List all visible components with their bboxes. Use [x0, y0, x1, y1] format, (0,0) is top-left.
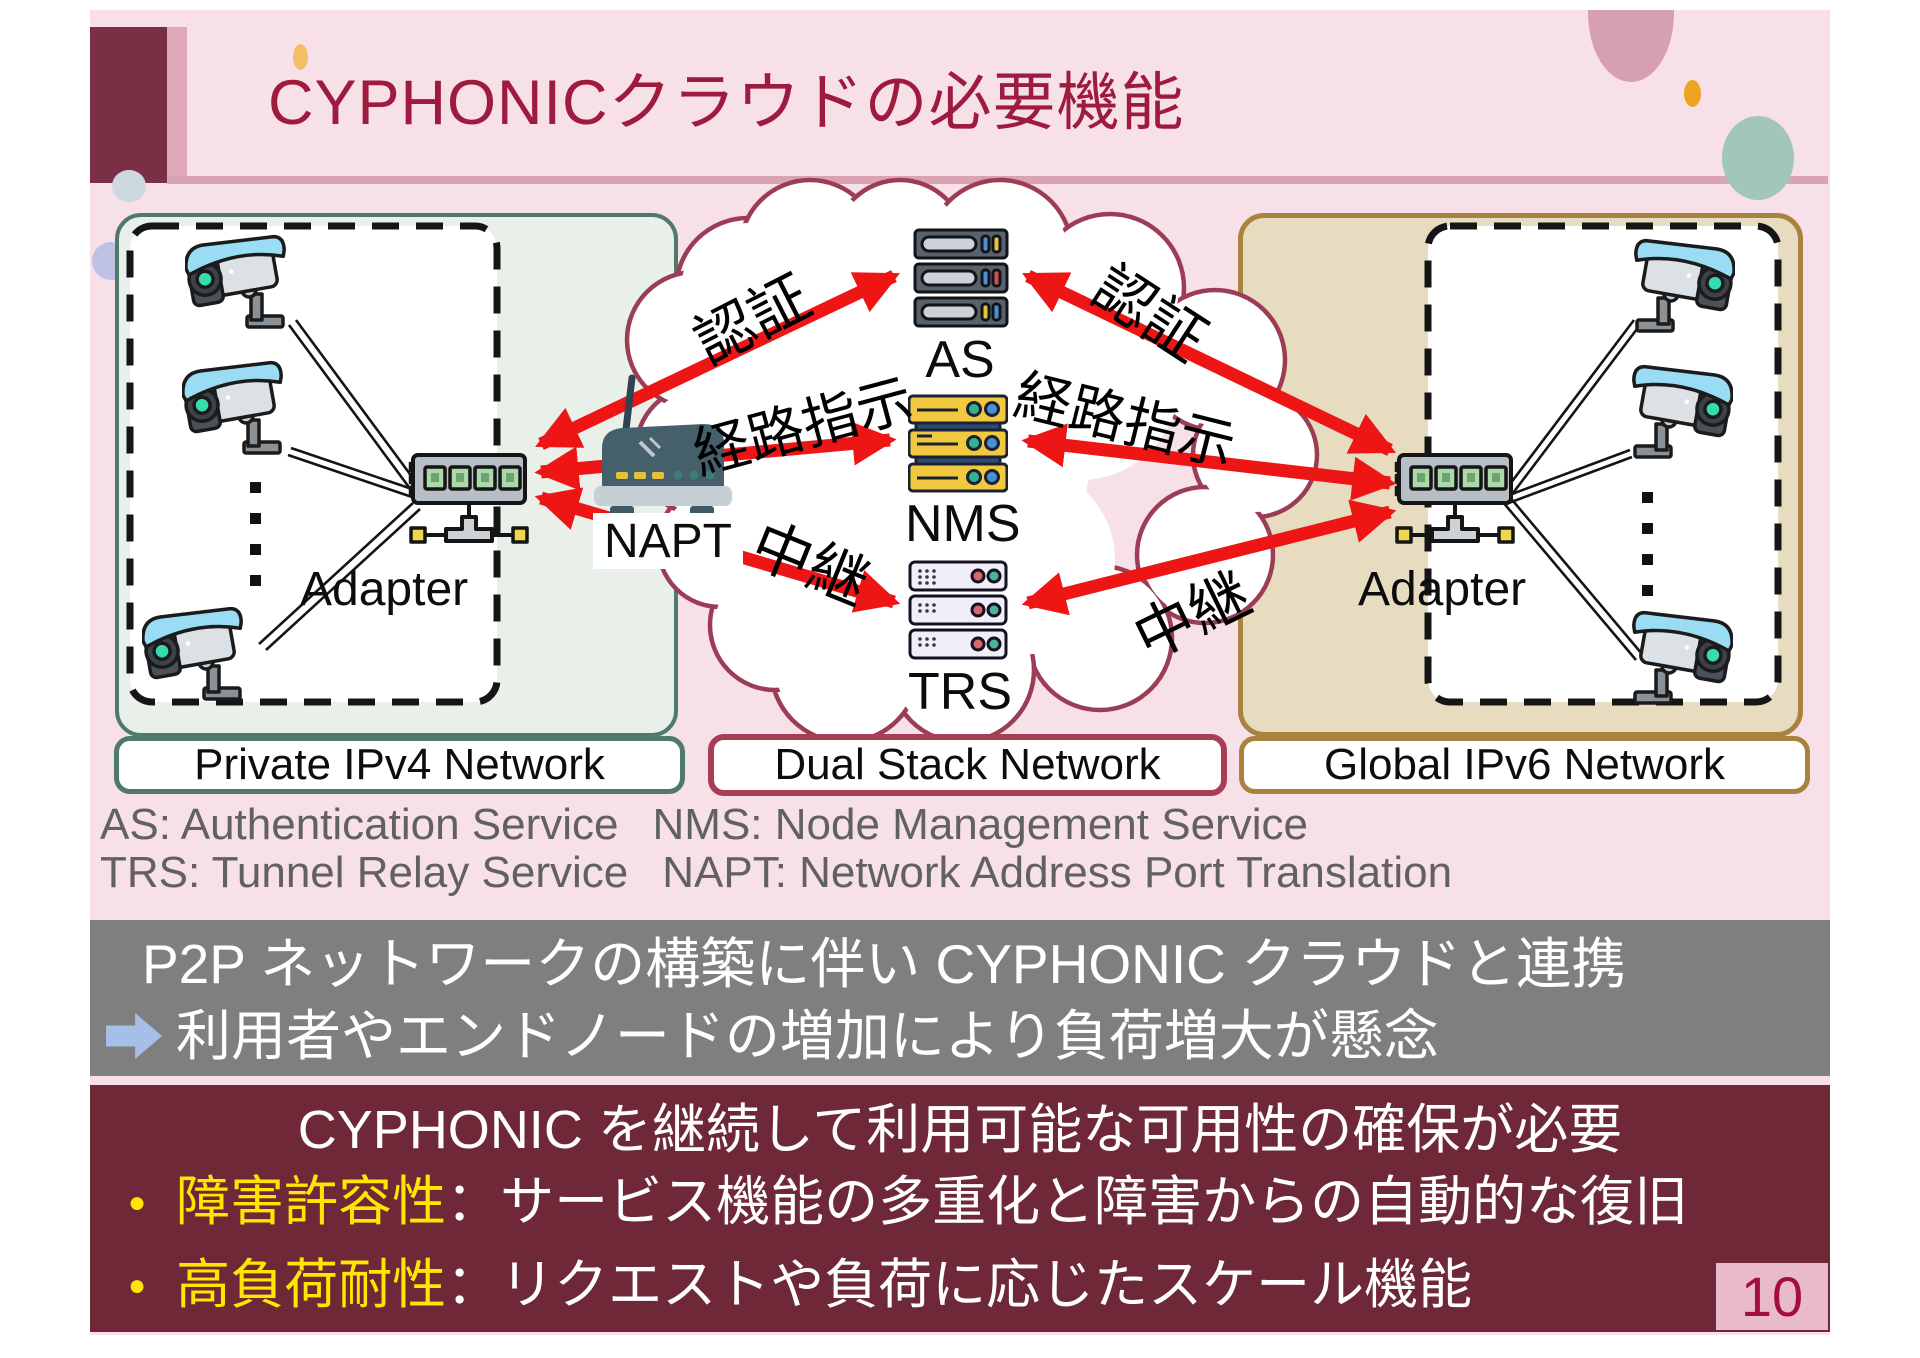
napt-router-icon: [594, 374, 732, 518]
legend-trs: TRS: Tunnel Relay Service: [100, 848, 629, 897]
legend-as: AS: Authentication Service: [100, 800, 619, 849]
private-label-text: Private IPv4 Network: [194, 740, 605, 789]
trs-label: TRS: [908, 663, 1012, 721]
bullet-high-load: ● 高負荷耐性 ：リクエストや負荷に応じたスケール機能: [90, 1248, 1830, 1331]
decor-orange-dot-right: [1684, 80, 1701, 107]
gray-callout-line2-text: 利用者やエンドノードの増加により負荷増大が懸念: [176, 1005, 1439, 1067]
legend-napt: NAPT: Network Address Port Translation: [662, 848, 1453, 897]
bullet-dot-icon: ●: [128, 1186, 147, 1219]
trs-server-icon: [908, 560, 1008, 660]
page-number: 10: [1716, 1263, 1828, 1330]
bullet-fault-tolerance: ● 障害許容性 ：サービス機能の多重化と障害からの自動的な復旧: [90, 1165, 1830, 1248]
maroon-heading: CYPHONIC を継続して利用可能な可用性の確保が必要: [297, 1100, 1623, 1160]
dual-stack-network-label: Dual Stack Network: [708, 734, 1227, 796]
bullet-desc: ：リクエストや負荷に応じたスケール機能: [446, 1255, 1473, 1315]
legend-line-2: TRS: Tunnel Relay Service NAPT: Network …: [100, 848, 1452, 898]
as-label: AS: [925, 331, 995, 389]
private-ipv4-network-label: Private IPv4 Network: [114, 736, 685, 794]
adapter-left-label: Adapter: [300, 563, 469, 616]
blue-arrow-icon: [106, 1012, 162, 1060]
gray-callout-line1: P2P ネットワークの構築に伴い CYPHONIC クラウドと連携: [142, 933, 1627, 995]
maroon-callout-box: CYPHONIC を継続して利用可能な可用性の確保が必要 ● 障害許容性 ：サー…: [90, 1085, 1830, 1332]
bullet-desc: ：サービス機能の多重化と障害からの自動的な復旧: [446, 1172, 1689, 1232]
global-ipv6-network-label: Global IPv6 Network: [1239, 736, 1810, 794]
title-accent-strip: [167, 27, 187, 183]
napt-label: NAPT: [593, 513, 743, 569]
gray-callout-box: P2P ネットワークの構築に伴い CYPHONIC クラウドと連携 利用者やエン…: [90, 920, 1830, 1076]
as-server-icon: [913, 228, 1009, 328]
decor-blue-circle: [112, 170, 146, 202]
decor-orange-dot-title: [293, 44, 308, 70]
decor-teal-ellipse: [1722, 116, 1794, 200]
bullet-term: 障害許容性: [176, 1172, 447, 1232]
global-label-text: Global IPv6 Network: [1323, 740, 1726, 789]
page-title: CYPHONICクラウドの必要機能: [268, 68, 1185, 138]
bullet-term: 高負荷耐性: [176, 1255, 447, 1315]
nms-server-icon: [908, 394, 1008, 493]
bullet-dot-icon: ●: [128, 1269, 147, 1302]
nms-label: NMS: [905, 495, 1021, 553]
legend-line-1: AS: Authentication Service NMS: Node Man…: [100, 800, 1308, 850]
dual-label-text: Dual Stack Network: [774, 740, 1161, 789]
legend-nms: NMS: Node Management Service: [652, 800, 1308, 849]
gray-callout-line2: 利用者やエンドノードの増加により負荷増大が懸念: [106, 1000, 1830, 1072]
title-accent-block: [90, 27, 167, 183]
